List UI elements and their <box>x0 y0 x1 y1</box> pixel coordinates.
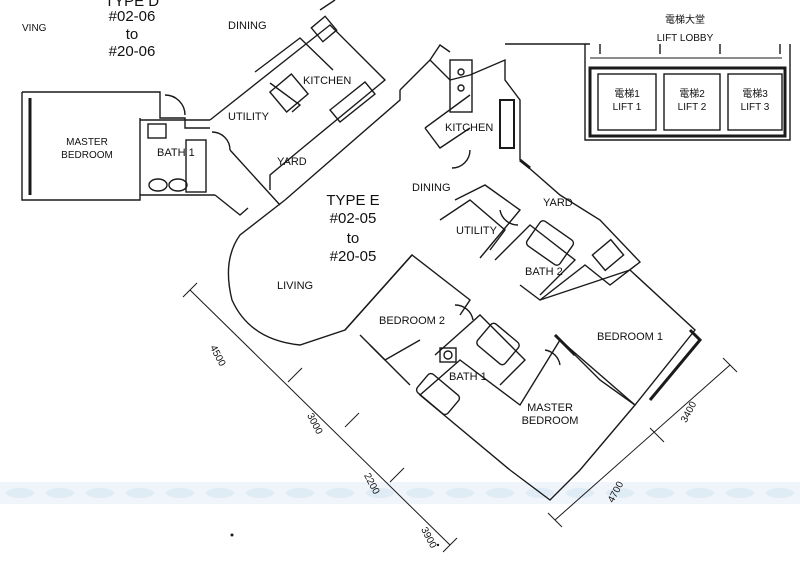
lift-3-label: LIFT 3 <box>740 102 770 113</box>
lift-3: 電梯3 LIFT 3 <box>728 88 782 114</box>
watermark-band <box>0 482 800 504</box>
master-bedroom-label-05-l1: MASTER <box>527 402 573 414</box>
unit-05-title-line-4: #20-05 <box>329 248 377 265</box>
yard-label-05: YARD <box>543 197 573 209</box>
lift-1-chinese: 電梯1 <box>614 89 640 100</box>
unit-06-walls <box>21 0 387 216</box>
lift-lobby-walls <box>505 43 791 141</box>
utility-label-06: UTILITY <box>228 111 269 123</box>
lift-3-chinese: 電梯3 <box>742 89 768 100</box>
dimension-lines <box>182 282 738 553</box>
utility-label-05: UTILITY <box>456 225 497 237</box>
master-bedroom-label-05-l2: BEDROOM <box>521 415 579 427</box>
bedroom-2-label: BEDROOM 2 <box>379 315 446 327</box>
bath-2-label: BATH 2 <box>525 266 563 278</box>
living-partial-label: VING <box>22 23 47 34</box>
living-label: LIVING <box>277 280 314 292</box>
unit-05-title-line-3: to <box>346 230 360 247</box>
stray-mark <box>436 543 440 547</box>
master-bedroom-label-06-l2: BEDROOM <box>61 150 113 161</box>
yard-label-06: YARD <box>277 156 307 168</box>
lift-2-chinese: 電梯2 <box>679 89 705 100</box>
kitchen-label-06: KITCHEN <box>303 75 352 87</box>
lift-lobby-chinese-title: 電梯大堂 <box>665 15 705 26</box>
bedroom-1-label: BEDROOM 1 <box>597 331 664 343</box>
unit-05-title-line-2: #02-05 <box>329 210 377 227</box>
unit-05-title-line-1: TYPE E <box>326 192 380 209</box>
lift-2: 電梯2 LIFT 2 <box>664 88 720 114</box>
lift-2-label: LIFT 2 <box>677 102 707 113</box>
unit-06-title-line-4: #20-06 <box>108 43 156 60</box>
lift-1: 電梯1 LIFT 1 <box>598 88 656 114</box>
stray-mark <box>230 533 234 537</box>
bath-label-06: BATH 1 <box>157 147 195 159</box>
bath-1-label: BATH 1 <box>449 371 487 383</box>
unit-06-title-line-3: to <box>125 26 139 43</box>
lift-lobby-title: LIFT LOBBY <box>656 33 714 44</box>
unit-05-walls <box>227 44 703 501</box>
lift-1-label: LIFT 1 <box>612 102 642 113</box>
dining-label-06: DINING <box>228 20 267 32</box>
master-bedroom-label-06-l1: MASTER <box>66 137 108 148</box>
kitchen-label-05: KITCHEN <box>445 122 494 134</box>
dining-label-05: DINING <box>412 182 451 194</box>
unit-06-title-line-1: TYPE D <box>104 0 160 10</box>
unit-06-title-line-2: #02-06 <box>108 8 156 25</box>
